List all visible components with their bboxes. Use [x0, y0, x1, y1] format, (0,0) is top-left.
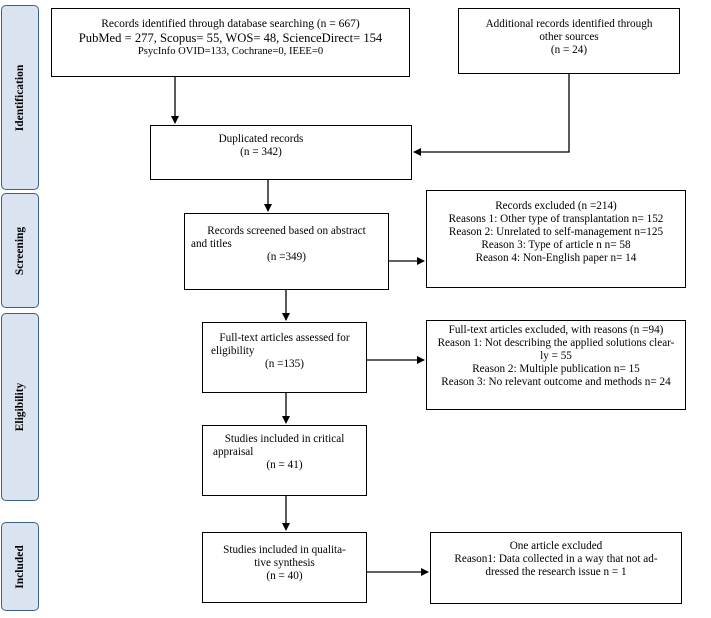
critical-appraisal-box: Studies included in critical appraisal (…	[202, 425, 367, 496]
fulltext-excluded-total: Full-text articles excluded, with reason…	[448, 324, 664, 336]
arrow-additional-to-duplicated	[413, 74, 570, 156]
excluded-reason-4: Reason 4: Non-English paper n= 14	[475, 252, 637, 264]
phase-included: Included	[1, 522, 39, 611]
one-excluded-reason-b: dressed the research issue n = 1	[485, 566, 627, 578]
duplicated-records-box: Duplicated records (n = 342)	[150, 125, 412, 180]
duplicated-count: (n = 342)	[240, 146, 282, 158]
fulltext-line-2: eligibility	[211, 345, 255, 357]
fulltext-assessed-box: Full-text articles assessed for eligibil…	[202, 322, 367, 393]
fulltext-excluded-reason-1a: Reason 1: Not describing the applied sol…	[437, 337, 675, 349]
db-search-sources-1: PubMed = 277, Scopus= 55, WOS= 48, Scien…	[78, 31, 383, 45]
screened-line-2: and titles	[191, 238, 232, 250]
critical-line-2: appraisal	[213, 446, 254, 458]
excluded-reason-2: Reason 2: Unrelated to self-management n…	[448, 226, 664, 238]
phase-identification: Identification	[1, 5, 39, 190]
excluded-reason-1: Reasons 1: Other type of transplantation…	[448, 213, 664, 225]
qualitative-line-2: tive synthesis	[254, 557, 315, 569]
one-article-excluded-box: One article excluded Reason1: Data colle…	[430, 532, 682, 604]
qualitative-synthesis-box: Studies included in qualita- tive synthe…	[202, 532, 367, 603]
qualitative-count: (n = 40)	[266, 570, 303, 582]
duplicated-label: Duplicated records	[218, 133, 304, 145]
screened-count: (n =349)	[267, 251, 306, 263]
critical-count: (n = 41)	[266, 459, 303, 471]
one-excluded-reason-a: Reason1: Data collected in a way that no…	[454, 553, 658, 565]
critical-line-1: Studies included in critical	[224, 433, 345, 445]
qualitative-line-1: Studies included in qualita-	[223, 544, 346, 556]
phase-screening: Screening	[1, 193, 39, 308]
excluded-reason-3: Reason 3: Type of article n n= 58	[481, 239, 631, 251]
fulltext-excluded-reason-2: Reason 2: Multiple publication n= 15	[472, 363, 640, 375]
fulltext-excluded-box: Full-text articles excluded, with reason…	[426, 320, 686, 410]
excluded-total: Records excluded (n =214)	[495, 200, 617, 212]
additional-records-box: Additional records identified through ot…	[458, 8, 680, 74]
screened-line-1: Records screened based on abstract	[207, 225, 366, 237]
fulltext-excluded-reason-3: Reason 3: No relevant outcome and method…	[441, 376, 671, 388]
records-screened-box: Records screened based on abstract and t…	[184, 213, 389, 290]
fulltext-excluded-reason-1b: ly = 55	[540, 350, 572, 362]
one-excluded-title: One article excluded	[509, 540, 603, 552]
db-search-box: Records identified through database sear…	[51, 8, 410, 77]
db-search-total: Records identified through database sear…	[101, 18, 360, 30]
additional-line-1: Additional records identified through	[485, 18, 653, 30]
additional-count: (n = 24)	[550, 44, 588, 56]
db-search-sources-2: PsycInfo OVID=133, Cochrane=0, IEEE=0	[137, 46, 324, 57]
fulltext-count: (n =135)	[265, 358, 304, 370]
additional-line-2: other sources	[539, 31, 599, 43]
fulltext-line-1: Full-text articles assessed for	[219, 332, 350, 344]
records-excluded-box: Records excluded (n =214) Reasons 1: Oth…	[426, 190, 686, 288]
phase-eligibility: Eligibility	[1, 313, 39, 501]
